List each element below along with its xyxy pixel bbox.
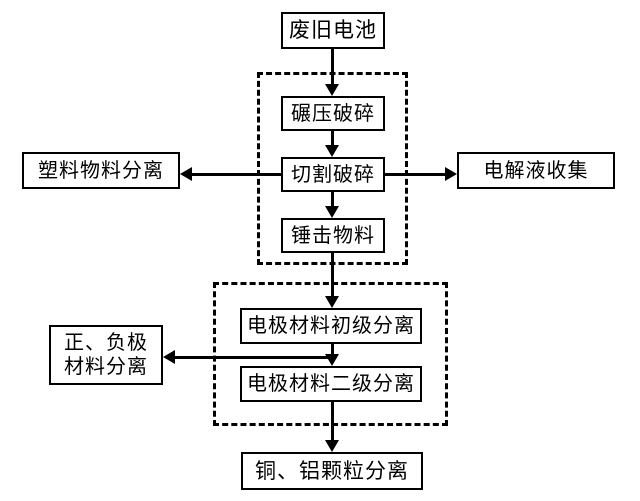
arrowhead-cut-to-electrolyte	[445, 167, 457, 181]
node-electrode-secondary-separation-label: 电极材料二级分离	[247, 371, 415, 396]
node-electrode-secondary-separation[interactable]: 电极材料二级分离	[240, 366, 422, 402]
node-hammer-material[interactable]: 锤击物料	[281, 218, 385, 253]
node-cut-crush-label: 切割破碎	[291, 161, 375, 186]
node-pos-neg-material-separation-line2: 材料分离	[64, 354, 148, 378]
node-waste-battery[interactable]: 废旧电池	[281, 12, 385, 49]
node-pos-neg-material-separation-line1: 正、负极	[64, 330, 148, 355]
connector-secondary-to-posneg	[232, 356, 333, 359]
node-plastic-separation[interactable]: 塑料物料分离	[22, 152, 180, 189]
arrowhead-cut-to-hammer	[325, 206, 339, 218]
connector-waste-to-roll	[331, 49, 334, 84]
node-copper-aluminum-separation[interactable]: 铜、铝颗粒分离	[241, 452, 423, 490]
node-plastic-separation-label: 塑料物料分离	[38, 157, 164, 182]
node-roll-crush-label: 碾压破碎	[291, 100, 375, 125]
connector-cut-to-electrolyte	[384, 173, 445, 176]
arrowhead-roll-to-cut	[325, 145, 339, 157]
node-copper-aluminum-separation-label: 铜、铝颗粒分离	[255, 458, 409, 483]
node-pos-neg-material-separation[interactable]: 正、负极 材料分离	[49, 325, 163, 385]
node-waste-battery-label: 废旧电池	[289, 18, 377, 43]
node-electrode-primary-separation[interactable]: 电极材料初级分离	[240, 308, 422, 344]
connector-cut-to-hammer	[331, 192, 334, 206]
node-electrolyte-collection[interactable]: 电解液收集	[457, 152, 615, 189]
node-roll-crush[interactable]: 碾压破碎	[281, 96, 385, 131]
node-electrolyte-collection-label: 电解液收集	[483, 157, 589, 182]
connector-secondary-to-copper	[331, 402, 334, 440]
arrowhead-hammer-to-primary	[325, 296, 339, 308]
arrowhead-secondary-to-copper	[325, 440, 339, 452]
node-cut-crush[interactable]: 切割破碎	[281, 157, 385, 192]
connector-roll-to-cut	[331, 131, 334, 145]
arrowhead-secondary-to-posneg	[163, 350, 175, 364]
connector-primary-to-secondary	[331, 344, 334, 354]
connector-cut-to-plastic	[192, 173, 283, 176]
node-electrode-primary-separation-label: 电极材料初级分离	[247, 313, 415, 338]
arrowhead-waste-to-roll	[325, 84, 339, 96]
connector-posneg-segment	[175, 356, 235, 359]
dashed-group-separation-stage	[213, 282, 448, 426]
arrowhead-cut-to-plastic	[180, 167, 192, 181]
node-hammer-material-label: 锤击物料	[291, 222, 375, 247]
connector-hammer-to-primary	[331, 253, 334, 296]
